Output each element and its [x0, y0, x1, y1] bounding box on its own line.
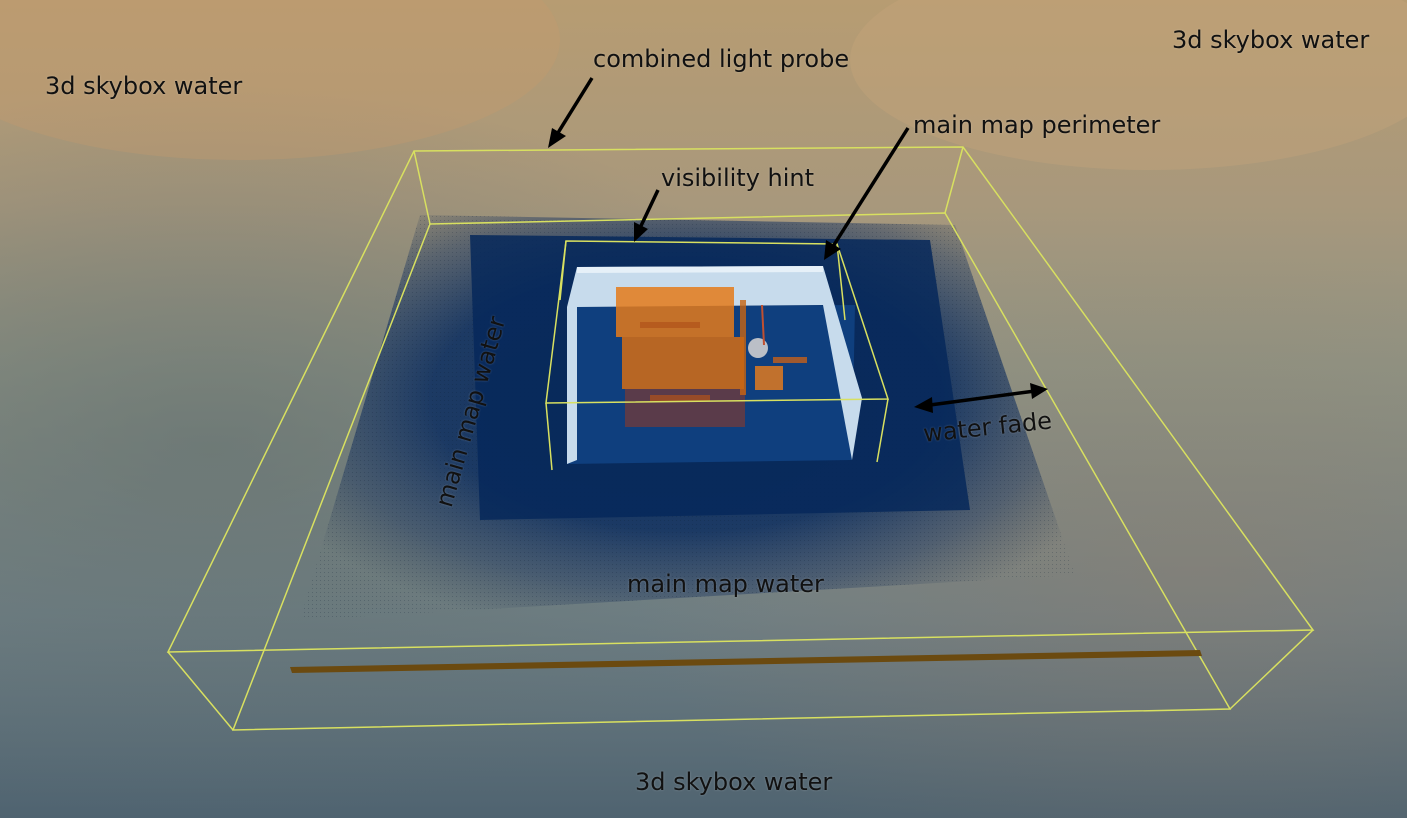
label-skybox-top-left: 3d skybox water [45, 72, 243, 100]
arrow-water-fade [929, 389, 1036, 407]
arrow-visibility-hint [638, 189, 660, 229]
annotation-arrows [548, 77, 1048, 413]
arrow-perimeter [830, 127, 910, 249]
label-skybox-top-right: 3d skybox water [1172, 26, 1370, 54]
visibility-hint-box [545, 240, 890, 471]
label-visibility-hint: visibility hint [661, 164, 815, 192]
label-combined-light-probe: combined light probe [593, 45, 850, 73]
floor-strip [290, 650, 1202, 673]
combined-light-probe-box [166, 146, 1315, 731]
label-main-map-perimeter: main map perimeter [913, 111, 1161, 139]
arrow-light-probe [554, 77, 594, 137]
label-main-map-water-front: main map water [627, 570, 824, 598]
label-skybox-bottom: 3d skybox water [635, 768, 833, 796]
building-geometry [616, 287, 807, 427]
